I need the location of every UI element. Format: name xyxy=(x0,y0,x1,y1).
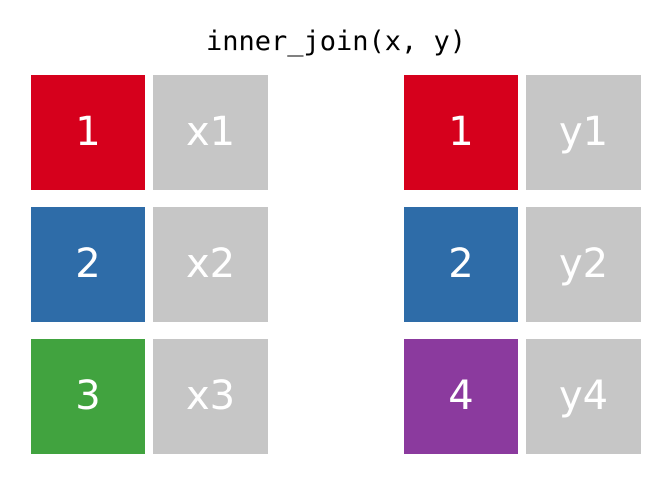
key-cell-label: 4 xyxy=(448,372,474,419)
diagram-title: inner_join(x, y) xyxy=(205,26,467,57)
value-cell-label: y1 xyxy=(558,108,609,155)
table-x: 1 x1 2 x2 3 x3 xyxy=(31,75,268,454)
value-cell: y2 xyxy=(526,207,641,322)
key-cell-label: 1 xyxy=(448,108,474,155)
key-cell-label: 2 xyxy=(448,240,474,287)
value-cell-label: y2 xyxy=(558,240,609,287)
value-cell: x1 xyxy=(153,75,268,190)
value-cell: y1 xyxy=(526,75,641,190)
table-row: 2 y2 xyxy=(404,207,641,322)
key-cell: 4 xyxy=(404,339,518,454)
value-cell: x3 xyxy=(153,339,268,454)
value-cell: x2 xyxy=(153,207,268,322)
key-cell-label: 3 xyxy=(75,372,101,419)
key-cell: 1 xyxy=(404,75,518,190)
value-cell-label: y4 xyxy=(558,372,609,419)
table-row: 1 y1 xyxy=(404,75,641,190)
table-row: 1 x1 xyxy=(31,75,268,190)
key-cell: 1 xyxy=(31,75,145,190)
key-cell-label: 2 xyxy=(75,240,101,287)
value-cell-label: x2 xyxy=(185,240,236,287)
key-cell: 3 xyxy=(31,339,145,454)
table-row: 3 x3 xyxy=(31,339,268,454)
table-row: 2 x2 xyxy=(31,207,268,322)
key-cell: 2 xyxy=(31,207,145,322)
table-row: 4 y4 xyxy=(404,339,641,454)
value-cell-label: x3 xyxy=(185,372,236,419)
table-y: 1 y1 2 y2 4 y4 xyxy=(404,75,641,454)
value-cell-label: x1 xyxy=(185,108,236,155)
key-cell: 2 xyxy=(404,207,518,322)
key-cell-label: 1 xyxy=(75,108,101,155)
value-cell: y4 xyxy=(526,339,641,454)
